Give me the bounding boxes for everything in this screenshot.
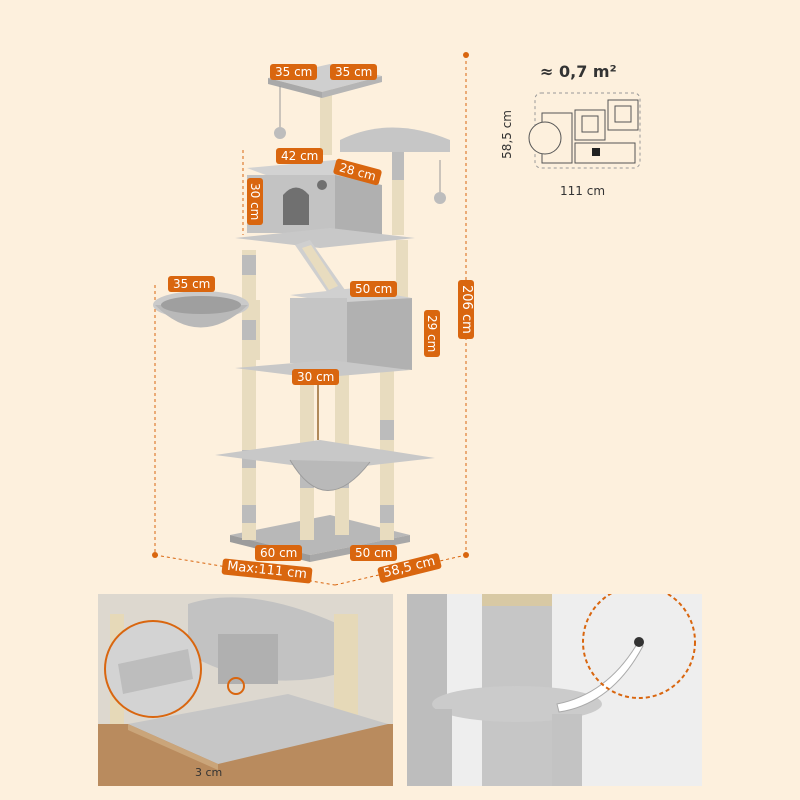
condo-height-label: 30 cm (247, 178, 263, 226)
box-height-label: 29 cm (424, 310, 440, 358)
total-height-label: 206 cm (458, 280, 474, 339)
footprint-width-label: 111 cm (560, 184, 606, 198)
footprint-area-label: ≈ 0,7 m² (540, 62, 617, 81)
box-depth-label: 30 cm (292, 369, 340, 385)
base-width-label: 60 cm (255, 545, 303, 561)
base-detail-photo (98, 594, 393, 786)
top-width-b-label: 35 cm (330, 64, 378, 80)
base-thickness-label: 3 cm (195, 766, 223, 779)
base-depth-label: 50 cm (350, 545, 398, 561)
footprint-diagram (528, 92, 641, 169)
footprint-depth-label: 58,5 cm (500, 110, 514, 159)
top-width-a-label: 35 cm (270, 64, 318, 80)
condo-width-label: 42 cm (276, 148, 324, 164)
wall-anchor-photo (407, 594, 702, 786)
box-width-label: 50 cm (350, 281, 398, 297)
basket-width-label: 35 cm (168, 276, 216, 292)
